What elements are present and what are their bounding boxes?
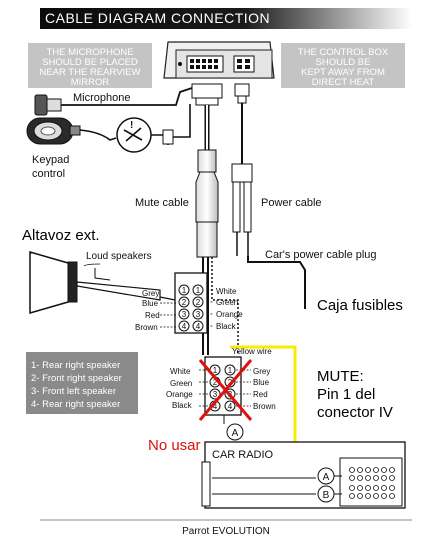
- altavoz-annotation: Altavoz ext.: [22, 227, 100, 244]
- power-cable: [231, 103, 253, 233]
- keypad-label-line-2: control: [32, 168, 65, 180]
- speaker-label-green: Green: [216, 298, 238, 307]
- keypad-label-line-1: Keypad: [32, 154, 69, 166]
- control-box-note-box: [281, 43, 405, 88]
- microphone-icon: [34, 94, 62, 116]
- control-box-note-line-1: THE CONTROL BOX: [298, 47, 389, 58]
- speaker-legend-3: 3- Front left speaker: [31, 386, 116, 397]
- radio-pin-2-left: 2: [213, 378, 218, 387]
- power-to-fusebox-wire: [247, 256, 306, 309]
- speaker-label-brown: Brown: [135, 323, 158, 332]
- control-box-port-right: [233, 55, 255, 73]
- loud-speakers-label: Loud speakers: [86, 251, 152, 262]
- speaker-legend-1: 1- Rear right speaker: [31, 360, 120, 371]
- radio-pin-4-left: 4: [213, 402, 218, 411]
- no-usar-annotation: No usar: [148, 437, 201, 454]
- microphone-note-line-4: MIRROR: [71, 77, 110, 88]
- radio-pin-1-right: 1: [228, 366, 233, 375]
- mute-wire-c: [211, 257, 239, 355]
- radio-label-grey: Grey: [253, 367, 270, 376]
- speaker-horn-icon: [29, 251, 161, 314]
- control-box-port-left: [186, 55, 224, 73]
- radio-label-orange: Orange: [166, 390, 193, 399]
- control-box: [163, 41, 275, 79]
- power-cable-plug: [234, 83, 250, 104]
- speaker-label-white: White: [216, 287, 237, 296]
- power-plug-label: Car's power cable plug: [265, 249, 377, 261]
- speaker-legend-box: [26, 352, 138, 414]
- radio-label-white: White: [170, 367, 191, 376]
- speaker-legend-2: 2- Front right speaker: [31, 373, 122, 384]
- mute-cable-plug: [191, 83, 223, 106]
- control-box-note-line-4: DIRECT HEAT: [312, 77, 375, 88]
- speaker-legend-4: 4- Rear right speaker: [31, 399, 120, 410]
- speaker-pin-2-left: 2: [182, 298, 187, 307]
- mute-annotation-line-3: conector IV: [317, 404, 393, 421]
- caja-fusibles-annotation: Caja fusibles: [317, 297, 403, 314]
- radio-label-black: Black: [172, 401, 193, 410]
- speaker-pin-4-left: 4: [182, 322, 187, 331]
- microphone-note-line-1: THE MICROPHONE: [46, 47, 133, 58]
- mute-annotation-line-2: Pin 1 del: [317, 386, 375, 403]
- speaker-label-black: Black: [216, 322, 237, 331]
- car-radio-label: CAR RADIO: [212, 449, 274, 461]
- microphone-label: Microphone: [73, 92, 130, 104]
- svg-text:!: !: [130, 120, 133, 131]
- radio-label-green: Green: [170, 379, 192, 388]
- radio-port-a-label: A: [323, 472, 330, 483]
- speaker-label-red: Red: [145, 311, 160, 320]
- radio-connector-plug-label: A: [232, 428, 239, 439]
- speaker-pin-4-right: 4: [196, 322, 201, 331]
- radio-port-b-label: B: [323, 490, 330, 501]
- microphone-note-line-2: SHOULD BE PLACED: [42, 57, 138, 68]
- control-box-note-line-2: SHOULD BE: [316, 57, 371, 68]
- speaker-connector: [174, 272, 208, 334]
- diagram-title: CABLE DIAGRAM CONNECTION: [45, 10, 270, 26]
- mute-annotation-line-1: MUTE:: [317, 368, 364, 385]
- speaker-label-blue: Blue: [142, 299, 159, 308]
- keypad-wire: [79, 129, 117, 141]
- radio-label-blue: Blue: [253, 378, 270, 387]
- speaker-pin-3-left: 3: [182, 310, 187, 319]
- mute-cable-label: Mute cable: [135, 197, 189, 209]
- car-radio: [201, 441, 406, 509]
- no-use-cross: [198, 359, 253, 421]
- warning-icon: !: [116, 117, 152, 153]
- microphone-wire: [61, 87, 193, 106]
- radio-label-brown: Brown: [253, 402, 276, 411]
- power-cable-label: Power cable: [261, 197, 322, 209]
- speaker-label-orange: Orange: [216, 310, 243, 319]
- title-bar: [40, 8, 412, 29]
- speaker-pin-1-left: 1: [182, 286, 187, 295]
- radio-pin-1-left: 1: [213, 366, 218, 375]
- speaker-label-grey: Grey: [142, 289, 159, 298]
- radio-label-red: Red: [253, 390, 268, 399]
- keypad-connector: [162, 129, 174, 145]
- keypad-control-icon: [26, 117, 81, 145]
- radio-pin-3-left: 3: [213, 390, 218, 399]
- footer-label: Parrot EVOLUTION: [182, 526, 270, 537]
- speaker-pin-2-right: 2: [196, 298, 201, 307]
- radio-connector-plug-a: [226, 423, 244, 441]
- speaker-pin-3-right: 3: [196, 310, 201, 319]
- microphone-note-line-3: NEAR THE REARVIEW: [39, 67, 140, 78]
- control-box-note-line-3: KEPT AWAY FROM: [301, 67, 385, 78]
- mute-cable: [195, 105, 219, 258]
- radio-pin-4-right: 4: [228, 402, 233, 411]
- yellow-wire-label: Yellow wire: [232, 347, 272, 356]
- speaker-pin-1-right: 1: [196, 286, 201, 295]
- microphone-note-box: [28, 43, 152, 88]
